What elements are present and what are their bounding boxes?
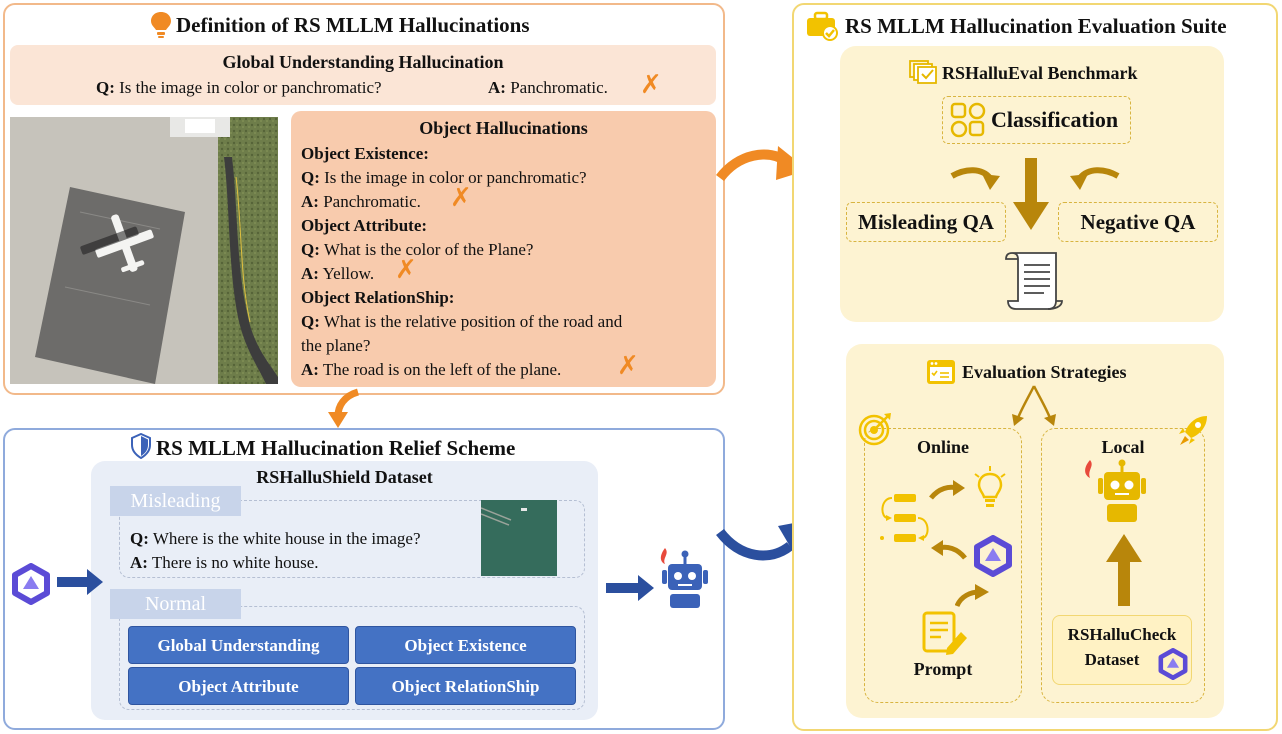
- global-question: Q: Is the image in color or panchromatic…: [96, 76, 382, 100]
- category-object-existence: Object Existence: [355, 626, 576, 664]
- relationship-answer-text: The road is on the left of the plane.: [322, 360, 562, 379]
- online-group: [864, 428, 1022, 703]
- misleading-question-text: Where is the white house in the image?: [152, 529, 421, 548]
- relief-title: RS MLLM Hallucination Relief Scheme: [156, 436, 516, 460]
- wrong-mark-icon: ✗: [450, 183, 472, 213]
- a-prefix: A:: [301, 360, 319, 379]
- suite-title: RS MLLM Hallucination Evaluation Suite: [845, 14, 1227, 38]
- curved-arrow-icon: [929, 478, 967, 507]
- negative-qa-label: Negative QA: [1080, 210, 1196, 234]
- relationship-question-line2: the plane?: [301, 336, 371, 355]
- a-prefix: A:: [130, 553, 148, 572]
- document-scroll-icon: [1004, 249, 1068, 316]
- relationship-answer: A: The road is on the left of the plane.: [301, 358, 561, 382]
- strategies-title: Evaluation Strategies: [962, 362, 1127, 382]
- category-object-relationship: Object RelationShip: [355, 667, 576, 705]
- global-question-text: Is the image in color or panchromatic?: [119, 78, 382, 97]
- model-logo-icon: [972, 535, 1014, 582]
- browser-window-icon: [926, 359, 956, 390]
- curved-arrow-icon: [950, 164, 1002, 197]
- prompt-document-icon: [921, 610, 969, 661]
- a-prefix: A:: [488, 78, 506, 97]
- misleading-answer: A: There is no white house.: [130, 551, 319, 575]
- category-global-understanding: Global Understanding: [128, 626, 349, 664]
- prompt-label: Prompt: [913, 659, 973, 679]
- satellite-image-airport: [10, 117, 278, 384]
- attribute-question: Q: What is the color of the Plane?: [301, 238, 533, 262]
- q-prefix: Q:: [96, 78, 115, 97]
- attribute-question-text: What is the color of the Plane?: [323, 240, 534, 259]
- curved-arrow-icon: [320, 388, 364, 435]
- global-hallucination-box: [10, 45, 716, 105]
- target-icon: [858, 412, 892, 451]
- robot-icon: [1082, 458, 1152, 531]
- checklist-icon: [909, 60, 939, 89]
- arrow-up-icon: [1106, 532, 1142, 611]
- lightbulb-idea-icon: [972, 466, 1008, 515]
- global-answer-text: Panchromatic.: [510, 78, 608, 97]
- list-flow-icon: [874, 490, 936, 551]
- definition-title: Definition of RS MLLM Hallucinations: [176, 13, 530, 37]
- existence-label: Object Existence:: [301, 144, 429, 163]
- robot-icon: [656, 546, 714, 619]
- existence-question-text: Is the image in color or panchromatic?: [324, 168, 587, 187]
- q-prefix: Q:: [301, 240, 320, 259]
- relationship-question: Q: What is the relative position of the …: [301, 310, 622, 334]
- local-group: [1041, 428, 1205, 703]
- satellite-image-water: [481, 500, 557, 576]
- attribute-label: Object Attribute:: [301, 216, 428, 235]
- misleading-qa-box: [846, 202, 1006, 242]
- misleading-answer-text: There is no white house.: [151, 553, 319, 572]
- object-hallucination-box: [291, 111, 716, 387]
- q-prefix: Q:: [301, 168, 320, 187]
- attribute-answer-text: Yellow.: [322, 264, 375, 283]
- wrong-mark-icon: ✗: [395, 255, 417, 285]
- arrow-right-icon: [606, 574, 654, 607]
- relationship-question-text: What is the relative position of the roa…: [323, 312, 623, 331]
- lightbulb-icon: [149, 10, 173, 45]
- misleading-group: [119, 500, 585, 578]
- classification-label: Classification: [991, 107, 1119, 132]
- split-arrow-icon: [1004, 384, 1064, 431]
- grid-apps-icon: [950, 102, 986, 143]
- misleading-tab: Misleading: [110, 486, 241, 516]
- normal-group: [119, 606, 585, 710]
- local-label: Local: [1101, 437, 1145, 457]
- negative-qa-box: [1058, 202, 1218, 242]
- arrow-down-icon: [1013, 158, 1049, 237]
- relationship-label: Object RelationShip:: [301, 288, 455, 307]
- category-object-attribute: Object Attribute: [128, 667, 349, 705]
- a-prefix: A:: [301, 192, 319, 211]
- q-prefix: Q:: [301, 312, 320, 331]
- misleading-question: Q: Where is the white house in the image…: [130, 527, 421, 551]
- online-label: Online: [916, 437, 969, 457]
- arrow-right-icon: [57, 568, 103, 601]
- existence-answer: A: Panchromatic.: [301, 190, 421, 214]
- object-heading: Object Hallucinations: [419, 118, 588, 138]
- global-heading: Global Understanding Hallucination: [222, 52, 504, 72]
- q-prefix: Q:: [130, 529, 149, 548]
- shield-icon: [130, 432, 152, 464]
- curved-arrow-icon: [1068, 164, 1120, 197]
- classification-box: [942, 96, 1131, 144]
- model-logo-icon: [10, 563, 52, 610]
- check-dataset-line2: Dataset: [1084, 650, 1140, 669]
- briefcase-check-icon: [805, 11, 839, 46]
- global-answer: A: Panchromatic.: [488, 76, 608, 100]
- existence-answer-text: Panchromatic.: [323, 192, 421, 211]
- rocket-icon: [1177, 414, 1211, 453]
- curved-arrow-icon: [929, 538, 967, 567]
- attribute-answer: A: Yellow.: [301, 262, 374, 286]
- dataset-title: RSHalluShield Dataset: [256, 467, 433, 487]
- a-prefix: A:: [301, 264, 319, 283]
- misleading-qa-label: Misleading QA: [858, 210, 994, 234]
- normal-tab: Normal: [110, 589, 241, 619]
- wrong-mark-icon: ✗: [617, 351, 639, 381]
- benchmark-title: RSHalluEval Benchmark: [942, 63, 1138, 83]
- check-dataset-line1: RSHalluCheck: [1067, 625, 1177, 644]
- existence-question: Q: Is the image in color or panchromatic…: [301, 166, 587, 190]
- model-logo-icon: [1157, 648, 1189, 685]
- wrong-mark-icon: ✗: [640, 70, 662, 100]
- curved-arrow-icon: [954, 582, 991, 613]
